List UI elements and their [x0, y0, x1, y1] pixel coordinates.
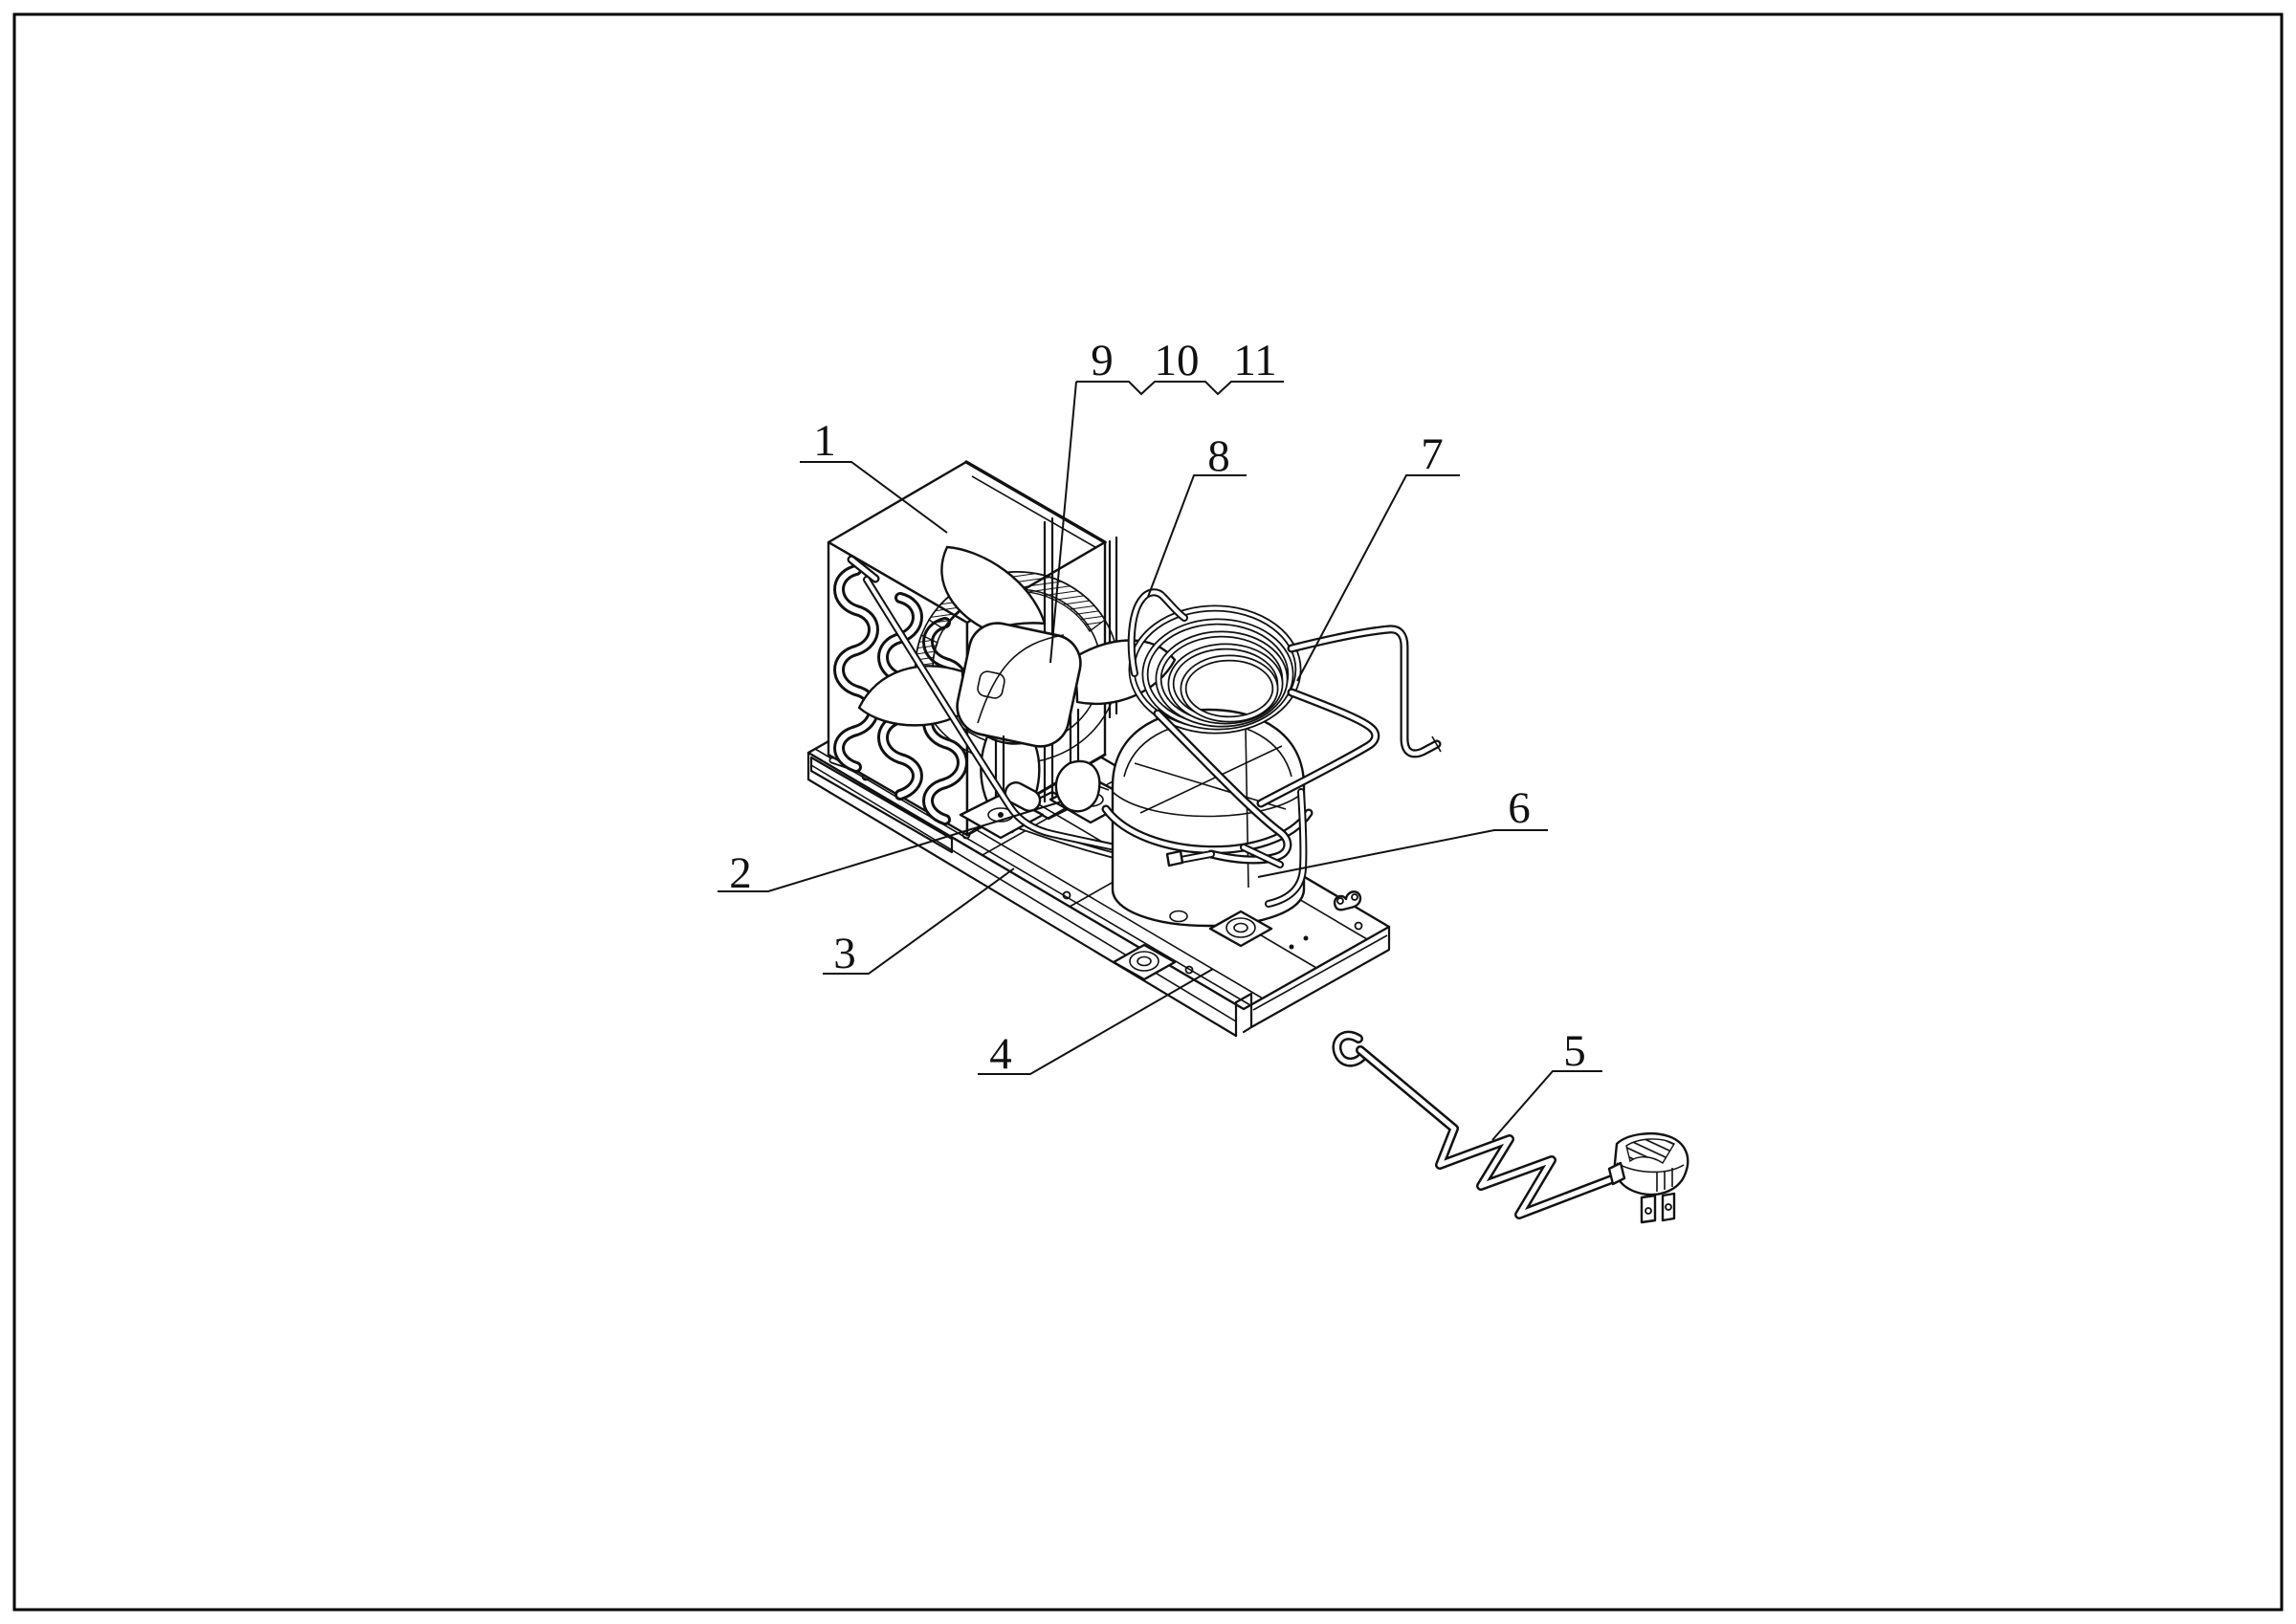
leader-9-10-11: [1049, 381, 1077, 664]
callout-4: 4: [989, 1029, 1012, 1079]
leader-bracket-9-10-11: [1076, 381, 1284, 396]
leader-6: [1257, 829, 1548, 878]
callout-9: 9: [1091, 336, 1114, 385]
callout-3: 3: [833, 929, 856, 978]
plug-prong: [1640, 1194, 1657, 1224]
leader-2: [718, 801, 1063, 892]
fan-motor-hub: [956, 622, 1082, 748]
callouts: 1 2 3 4 5 6 7 8 9 10 11: [718, 336, 1602, 1141]
compressor-mounts: [1112, 890, 1362, 981]
callout-10: 10: [1155, 336, 1200, 385]
power-plug: [1607, 1132, 1689, 1224]
callout-1: 1: [813, 416, 836, 466]
leader-5: [1491, 1070, 1602, 1141]
leader-4: [978, 968, 1214, 1075]
plug-prong: [1661, 1192, 1676, 1222]
leader-1: [800, 461, 948, 534]
leader-3: [823, 867, 1015, 975]
callout-8: 8: [1207, 431, 1230, 481]
callout-7: 7: [1421, 429, 1444, 479]
power-cord: [1332, 1030, 1689, 1224]
leader-7: [1296, 474, 1460, 682]
callout-6: 6: [1508, 783, 1531, 833]
spiral-coil: [1127, 588, 1442, 868]
leader-8: [1147, 474, 1247, 598]
compressor: [1101, 708, 1362, 981]
motor-shaft-body: [1004, 781, 1042, 812]
fan-motor-rear: [1054, 759, 1101, 813]
callout-11: 11: [1233, 336, 1276, 385]
cable-clamp: [1333, 890, 1362, 911]
callout-5: 5: [1563, 1026, 1586, 1076]
process-tube-cap: [1165, 849, 1184, 867]
callout-2: 2: [729, 848, 752, 898]
plug-grip-stripes: [1625, 1138, 1675, 1164]
